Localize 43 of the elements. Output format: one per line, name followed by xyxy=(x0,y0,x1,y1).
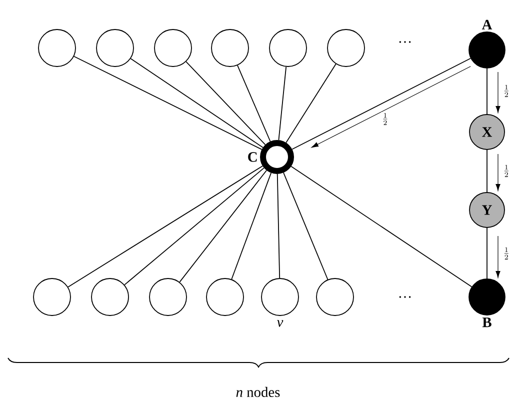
arrow xyxy=(496,236,500,278)
node-circle xyxy=(154,29,192,67)
arrow xyxy=(312,66,471,148)
node-label: A xyxy=(482,20,492,30)
edge-line xyxy=(130,58,264,148)
edge-line xyxy=(186,61,266,146)
edge-line xyxy=(124,167,264,286)
edge-line xyxy=(276,174,280,278)
edge-line xyxy=(486,228,488,279)
arrow xyxy=(496,154,500,191)
arrow xyxy=(496,72,500,113)
edge-line xyxy=(179,170,267,282)
text-label: … xyxy=(399,296,411,298)
edge-line xyxy=(237,64,271,142)
node-label: C xyxy=(248,152,257,162)
node-circle xyxy=(149,278,187,316)
edge-line xyxy=(231,172,272,280)
edge-label: $\frac{1}{2}$ xyxy=(502,84,511,98)
node-circle xyxy=(38,29,76,67)
node-circle xyxy=(33,278,71,316)
edge-line xyxy=(68,166,264,288)
node-label: B xyxy=(482,318,492,328)
node-circle xyxy=(91,278,129,316)
edge-line xyxy=(74,56,262,150)
node-circle xyxy=(316,278,354,316)
text-label: … xyxy=(399,41,411,43)
edge-label: $\frac{1}{2}$ xyxy=(381,112,390,126)
node-circle xyxy=(211,29,249,67)
node-circle xyxy=(206,278,244,316)
edge-label: $\frac{1}{2}$ xyxy=(502,164,511,178)
node-label: v xyxy=(277,320,284,327)
node-circle xyxy=(327,29,365,67)
node-circle xyxy=(269,29,307,67)
edge-line xyxy=(486,150,488,192)
edge-line xyxy=(286,64,336,144)
text-label: n nodes xyxy=(236,386,280,398)
edge-line xyxy=(290,166,472,288)
edge-label: $\frac{1}{2}$ xyxy=(502,246,511,260)
edge-line xyxy=(278,66,287,141)
edge-line xyxy=(486,68,488,114)
edge-line xyxy=(283,172,328,280)
node-circle xyxy=(96,29,134,67)
edge-line xyxy=(292,58,471,150)
